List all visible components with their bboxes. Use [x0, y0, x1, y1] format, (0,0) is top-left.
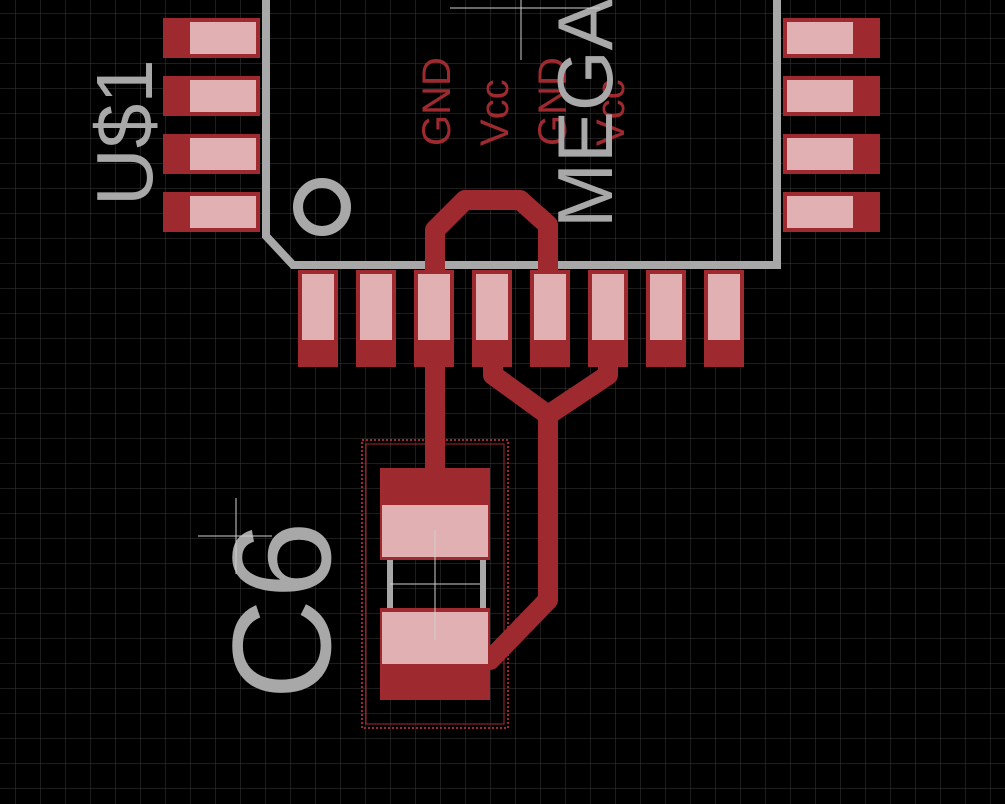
pad-overlay [476, 274, 508, 340]
pin-label-vcc-2: Vcc [589, 79, 633, 146]
pad-overlay [190, 22, 256, 54]
pad-overlay [418, 274, 450, 340]
pad-overlay [787, 22, 853, 54]
pad-overlay [787, 138, 853, 170]
chip-origin-cross [450, 0, 600, 60]
trace-gnd-loop [425, 190, 558, 355]
pad-overlay [534, 274, 566, 340]
left-pads[interactable] [163, 18, 260, 232]
pad-overlay [650, 274, 682, 340]
bottom-pads[interactable] [298, 270, 744, 367]
pad-overlay [708, 274, 740, 340]
capacitor-c6[interactable] [361, 439, 509, 729]
chip-refdes-label: U$1 [80, 59, 169, 206]
pad-overlay [592, 274, 624, 340]
chip-value-label: MEGA [541, 0, 629, 228]
cap-courtyard [361, 439, 509, 729]
pad-overlay [787, 80, 853, 112]
pin-label-gnd-2: GND [531, 57, 575, 146]
pin-label-vcc-1: Vcc [473, 79, 517, 146]
pad-overlay [190, 196, 256, 228]
cap-origin-cross [390, 530, 480, 640]
right-pads[interactable] [783, 18, 880, 232]
chip-outline[interactable] [262, 0, 781, 269]
cap-refdes-label: C6 [203, 521, 360, 700]
pad-overlay [302, 274, 334, 340]
pad-overlay [190, 80, 256, 112]
pad-overlay [787, 196, 853, 228]
pad-overlay [190, 138, 256, 170]
trace-vcc-to-cap [480, 405, 558, 670]
pad-overlay [360, 274, 392, 340]
pin-label-gnd-1: GND [415, 57, 459, 146]
pin1-marker [293, 178, 351, 236]
label-origin-cross [198, 498, 272, 574]
cap-courtyard-inner [365, 443, 505, 725]
